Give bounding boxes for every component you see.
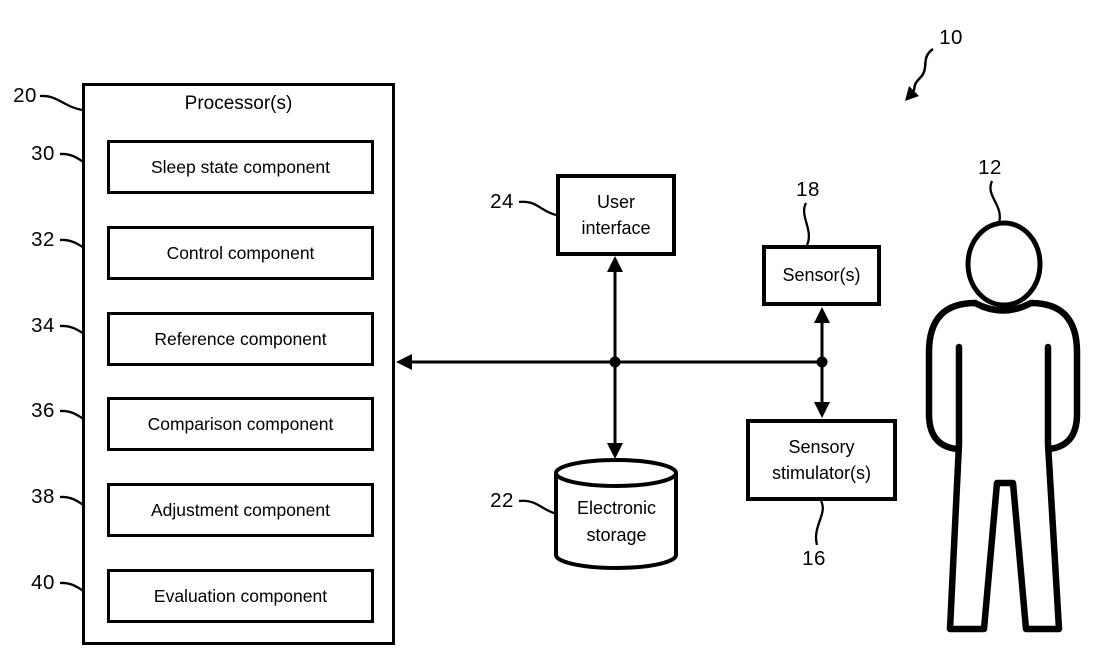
- user-interface-label-line1: User: [596, 192, 635, 212]
- ref-34: 34: [31, 314, 55, 337]
- ref-12: 12: [978, 156, 1002, 179]
- sensors-label: Sensor(s): [782, 265, 861, 285]
- component-box-adjustment: Adjustment component: [107, 483, 374, 537]
- component-box-evaluation: Evaluation component: [107, 569, 374, 623]
- user-interface-box: User interface: [556, 174, 676, 256]
- sensors-box: Sensor(s): [762, 245, 881, 306]
- stimulator-arrowhead-down: [814, 402, 830, 418]
- component-box-reference: Reference component: [107, 312, 374, 366]
- person-head: [965, 220, 1043, 308]
- ref-30: 30: [31, 142, 55, 165]
- ref-36: 36: [31, 399, 55, 422]
- ref-10: 10: [939, 26, 963, 49]
- component-label: Sleep state component: [150, 156, 330, 177]
- ref-24: 24: [490, 190, 514, 213]
- junction-dot-left: [609, 356, 621, 368]
- leader-24: [518, 200, 557, 217]
- person-arms-legs: [946, 343, 1063, 633]
- processor-title: Processor(s): [184, 93, 293, 114]
- ref-18: 18: [796, 178, 820, 201]
- bus-arrowhead-left: [396, 354, 412, 370]
- storage-arrowhead-down: [607, 443, 623, 459]
- component-box-control: Control component: [107, 226, 374, 280]
- electronic-storage-label: Electronic storage: [556, 495, 677, 549]
- leader-16: [814, 500, 824, 546]
- ref-16: 16: [802, 547, 826, 570]
- component-label: Evaluation component: [153, 585, 328, 606]
- leader-12: [989, 180, 1001, 224]
- person-torso-outline: [925, 299, 1081, 453]
- leader-18: [803, 202, 810, 246]
- user-interface-label-line2: interface: [581, 218, 651, 238]
- system-ref-arrowhead: [905, 86, 919, 101]
- ref-20: 20: [13, 84, 37, 107]
- ui-arrowhead-up: [607, 256, 623, 272]
- component-box-comparison: Comparison component: [107, 397, 374, 451]
- electronic-storage-label-line2: storage: [586, 525, 647, 545]
- sensory-stimulators-box: Sensory stimulator(s): [746, 419, 897, 501]
- component-label: Adjustment component: [151, 499, 330, 520]
- component-label: Control component: [166, 242, 315, 263]
- system-ref-arrow: [911, 47, 934, 94]
- component-box-sleep-state: Sleep state component: [107, 140, 374, 194]
- ref-40: 40: [31, 571, 55, 594]
- electronic-storage-label-line1: Electronic: [576, 498, 657, 518]
- component-label: Reference component: [154, 328, 327, 349]
- storage-cylinder-top: [554, 458, 678, 488]
- component-label: Comparison component: [147, 413, 334, 434]
- sensory-stimulators-label-line1: Sensory: [788, 437, 855, 457]
- ref-38: 38: [31, 485, 55, 508]
- sensor-arrowhead-up: [814, 307, 830, 323]
- leader-20: [39, 94, 83, 112]
- junction-dot-right: [816, 356, 828, 368]
- leader-22: [518, 499, 558, 516]
- storage-cylinder-body: [554, 473, 678, 570]
- sensory-stimulators-label-line2: stimulator(s): [771, 463, 871, 483]
- ref-22: 22: [490, 489, 514, 512]
- ref-32: 32: [31, 228, 55, 251]
